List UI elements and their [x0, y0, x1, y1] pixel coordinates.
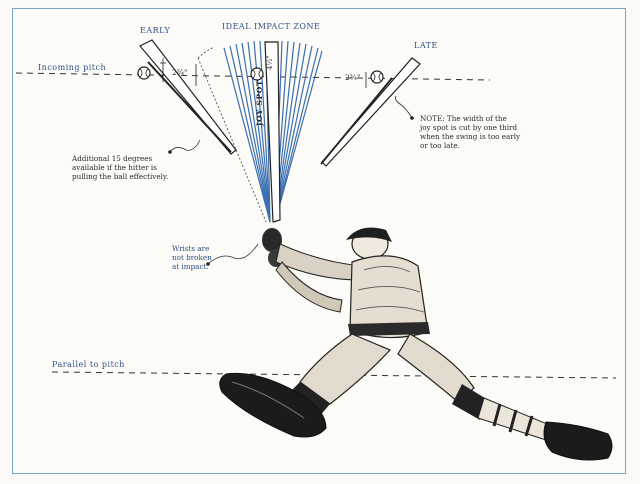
joy-spot-label: JOY SPOT: [255, 79, 264, 126]
late-ball: [370, 70, 384, 84]
note-line: not broken: [172, 253, 212, 262]
ideal-bat: [264, 41, 281, 223]
note-line: NOTE: The width of the: [420, 114, 507, 123]
note-line: available if the hitter is: [72, 163, 157, 172]
early-bat: [139, 39, 237, 155]
late-label: LATE: [414, 41, 438, 50]
early-ball: [137, 66, 151, 80]
note-line: pulling the ball effectively.: [72, 172, 169, 181]
batter-illustration: [219, 227, 613, 461]
early-label: EARLY: [140, 26, 171, 35]
incoming-pitch-label: Incoming pitch: [38, 63, 107, 72]
incoming-pitch-line: [15, 72, 491, 81]
additional-pointer: [169, 139, 201, 153]
note-line: Wrists are: [172, 244, 210, 253]
note-line: at impact.: [172, 262, 209, 271]
additional-degrees-arc: [197, 46, 215, 59]
back-shoe: [543, 421, 613, 461]
wrists-pointer: [207, 243, 259, 265]
wrists-note: Wrists are not broken at impact.: [172, 244, 212, 271]
late-bat: [320, 57, 421, 167]
ideal-impact-zone-label: IDEAL IMPACT ZONE: [222, 22, 321, 31]
late-width-label: 2¾": [345, 73, 361, 82]
early-width-label: 2¾": [172, 68, 188, 77]
joy-spot-width-note: NOTE: The width of the joy spot is cut b…: [420, 114, 520, 150]
note-line: joy spot is cut by one third: [420, 123, 518, 132]
additional-degrees-note: Additional 15 degrees available if the h…: [72, 154, 168, 181]
note-line: when the swing is too early: [420, 132, 521, 141]
ideal-ball: [250, 67, 264, 81]
note-line: or too late.: [420, 141, 460, 150]
note-pointer: [395, 95, 413, 119]
front-shoe: [219, 372, 327, 438]
note-line: Additional 15 degrees: [72, 154, 153, 163]
joy-spot-width-label: 4½": [266, 55, 274, 70]
parallel-to-pitch-label: Parallel to pitch: [52, 360, 125, 369]
